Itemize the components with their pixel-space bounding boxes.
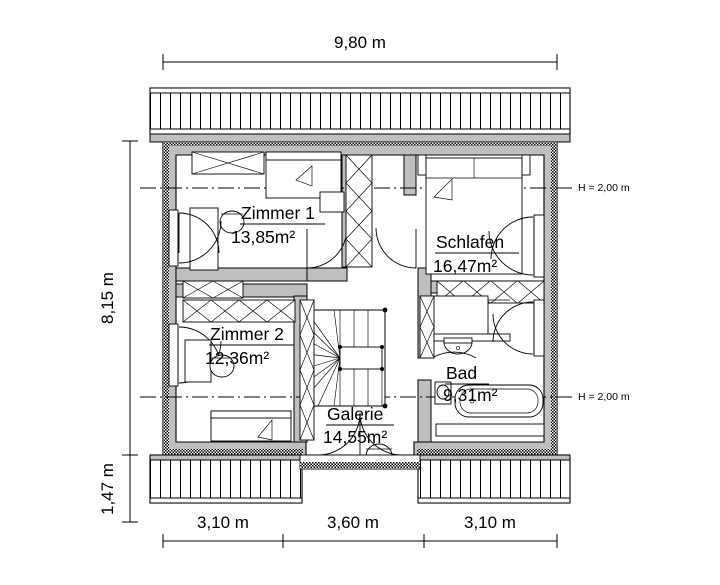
fixture-bathtub: [454, 384, 544, 418]
dimension-bottom-310-left-label: 3,10 m: [197, 513, 249, 532]
dimension-bottom-360-label: 3,60 m: [327, 513, 379, 532]
roof-band-bottom-right: [417, 454, 571, 504]
room-zimmer-1: Zimmer 1 13,85m²: [168, 151, 348, 271]
wall-hatch-right: [551, 142, 557, 455]
wall-hatch-bottom-left: [163, 449, 303, 455]
bottom-center-projection: [299, 454, 421, 470]
dimension-top: 9,80 m: [162, 33, 558, 70]
dimension-left-815-label: 8,15 m: [98, 272, 117, 324]
furniture-wardrobe-z2-upper: [182, 280, 296, 323]
wall-hatch-bottom-right: [417, 449, 557, 455]
furniture-desk-z2: [184, 339, 235, 383]
room-label-zimmer1-name: Zimmer 1: [241, 203, 315, 223]
dimension-bottom-group: 3,10 m 3,60 m 3,10 m: [162, 513, 558, 548]
room-label-zimmer1-area: 13,85m²: [231, 227, 295, 247]
wall-hatch-top: [163, 142, 557, 146]
roof-band-top: [149, 87, 571, 143]
room-galerie: Galerie 14,55m²: [299, 299, 411, 469]
door-schlafen-right: [488, 214, 545, 278]
fixture-vanity-strip: [435, 423, 545, 437]
room-label-bad-name: Bad: [446, 363, 477, 383]
furniture-double-bed: [417, 154, 531, 275]
room-label-schlafen-area: 16,47m²: [433, 256, 497, 276]
furniture-bed-z2: [210, 410, 292, 442]
room-schlafen: Schlafen 16,47m²: [417, 154, 545, 304]
furniture-cabinet-galerie: [299, 299, 315, 441]
door-bad-right: [492, 299, 545, 357]
room-label-zimmer2-name: Zimmer 2: [210, 324, 284, 344]
room-zimmer-2: Zimmer 2 12,36m²: [168, 280, 296, 442]
dimension-bottom-310-right-label: 3,10 m: [464, 513, 516, 532]
dimension-top-label: 9,80 m: [334, 33, 386, 52]
door-zimmer1-left: [168, 209, 222, 267]
fixture-toilet: [434, 381, 452, 405]
furniture-wardrobe-z1: [191, 151, 265, 175]
furniture-bed-z1: [265, 151, 342, 199]
wall-hatch-left: [163, 142, 169, 455]
fixture-shower: [431, 295, 511, 342]
height-marker-lower-label: H = 2,00 m: [578, 391, 630, 403]
room-label-zimmer2-area: 12,36m²: [205, 348, 269, 368]
room-label-schlafen-name: Schlafen: [436, 232, 504, 252]
room-label-galerie-name: Galerie: [327, 404, 383, 424]
closet-hall-right: [419, 295, 435, 359]
room-label-bad-area: 9,31m²: [443, 385, 498, 405]
dimension-left-group: 8,15 m 1,47 m: [98, 140, 138, 523]
staircase: [304, 307, 388, 409]
room-label-galerie-area: 14,55m²: [323, 427, 387, 447]
roof-band-bottom-left: [149, 454, 303, 504]
door-hall-schlafen: [375, 227, 417, 269]
dimension-left-147-label: 1,47 m: [98, 463, 117, 515]
height-marker-upper-label: H = 2,00 m: [578, 182, 630, 194]
fixture-sink: [443, 337, 473, 355]
shaft-upper-right: [319, 154, 373, 268]
room-bad: Bad 9,31m²: [431, 295, 545, 437]
